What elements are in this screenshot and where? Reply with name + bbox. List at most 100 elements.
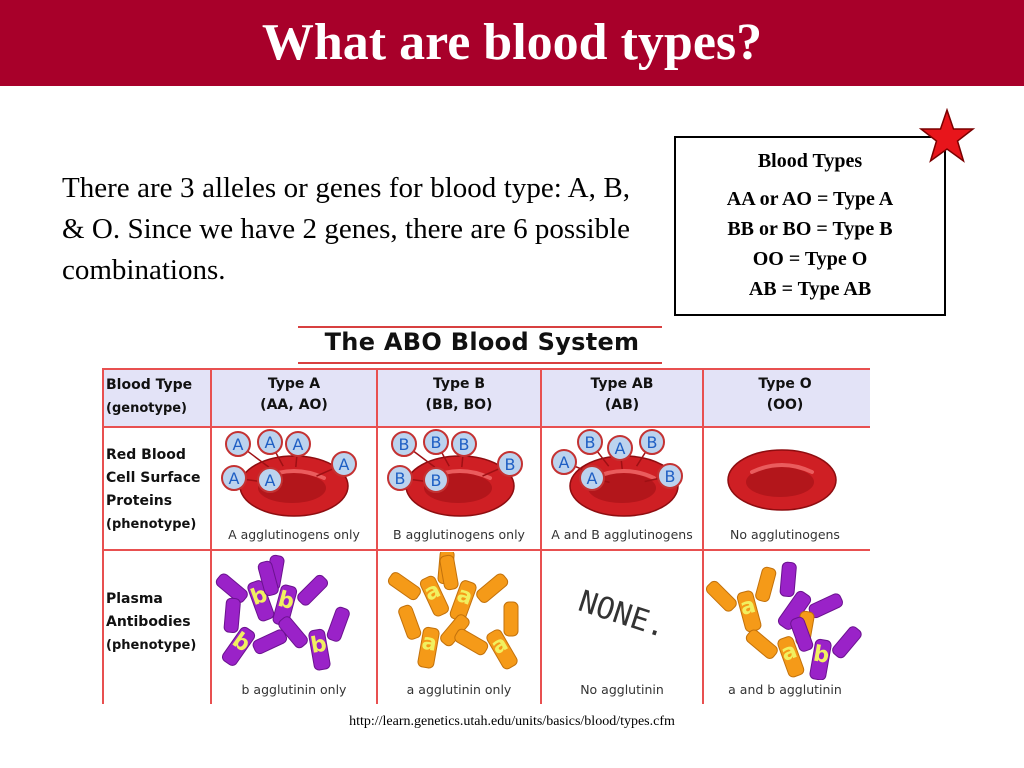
antibody-arm bbox=[278, 616, 308, 649]
antigen-bubble bbox=[551, 449, 577, 475]
header-band bbox=[102, 368, 870, 426]
abo-blood-system-figure: The ABO Blood System Blood Type (genotyp… bbox=[98, 322, 870, 708]
rbc-caption-type-a: A agglutinogens only bbox=[228, 527, 360, 542]
antibody-stem bbox=[777, 636, 805, 678]
rbc-caption-type-b: B agglutinogens only bbox=[393, 527, 525, 542]
antigen-letter: B bbox=[647, 433, 658, 452]
box-line: BB or BO = Type B bbox=[727, 218, 893, 240]
antigen-bubble bbox=[391, 431, 417, 457]
grid-line-v0 bbox=[102, 368, 104, 704]
grid-line-v4 bbox=[702, 368, 704, 704]
antibody-stem bbox=[308, 628, 331, 671]
antibody-letter: b bbox=[309, 632, 329, 659]
antigen-letter: A bbox=[229, 469, 240, 488]
antibodies-type-ab: NONE. bbox=[574, 584, 671, 645]
antigen-bubble bbox=[257, 467, 283, 493]
antibody-a: a bbox=[398, 604, 470, 669]
antigen-letter: A bbox=[265, 471, 276, 490]
antigen-bubble bbox=[257, 429, 283, 455]
plasma-caption-type-o: a and b agglutinin bbox=[728, 682, 842, 697]
antibody-stem bbox=[419, 575, 450, 617]
column-genotype: (AB) bbox=[604, 397, 640, 413]
antibody-arm bbox=[503, 601, 519, 637]
row-label-line: (phenotype) bbox=[106, 638, 197, 653]
antigen-letter: A bbox=[293, 435, 304, 454]
antigen-bubble bbox=[639, 429, 665, 455]
intro-paragraph: There are 3 alleles or genes for blood t… bbox=[62, 172, 630, 286]
column-header-type-b: Type B (BB, BO) bbox=[378, 374, 540, 416]
antibody-b: b bbox=[221, 597, 288, 666]
antigen-bubble bbox=[221, 465, 247, 491]
cell-dimple bbox=[746, 467, 814, 497]
grid-line-v3 bbox=[540, 368, 542, 704]
antibody-arm bbox=[476, 573, 509, 603]
antibody-arm bbox=[439, 554, 459, 591]
antibody-b: b bbox=[790, 616, 862, 680]
box-heading: Blood Types bbox=[757, 150, 863, 172]
antibody-arm bbox=[755, 566, 777, 602]
antigen-bubble bbox=[579, 465, 605, 491]
antibody-arm bbox=[705, 580, 737, 612]
column-name: Type AB bbox=[590, 376, 654, 392]
antigen-letter: B bbox=[431, 433, 442, 452]
plasma-caption-type-ab: No agglutinin bbox=[580, 682, 664, 697]
antibody-arm bbox=[215, 573, 248, 603]
rbc-caption-type-ab: A and B agglutinogens bbox=[551, 527, 693, 542]
grid-line-v1 bbox=[210, 368, 212, 704]
antigen-bubble bbox=[657, 463, 683, 489]
antigen-bubble bbox=[451, 431, 477, 457]
antibody-b: b bbox=[278, 606, 350, 671]
none-label: NONE. bbox=[574, 584, 671, 645]
antibody-stem bbox=[486, 629, 518, 670]
source-url: http://learn.genetics.utah.edu/units/bas… bbox=[349, 714, 675, 729]
antigen-letter: A bbox=[615, 439, 626, 458]
antibody-arm bbox=[790, 616, 814, 652]
antibody-arm bbox=[297, 574, 329, 606]
antibody-arm bbox=[223, 597, 241, 634]
antigen-letter: A bbox=[265, 433, 276, 452]
antigen-bubble bbox=[387, 465, 413, 491]
antibody-arm bbox=[326, 606, 350, 642]
antibody-arm bbox=[398, 604, 422, 640]
antigen-letter: A bbox=[559, 453, 570, 472]
antibody-stem bbox=[221, 626, 256, 666]
figure-title-rule-top bbox=[298, 326, 662, 328]
blood-types-box: Blood Types AA or AO = Type A BB or BO =… bbox=[674, 136, 946, 316]
antigen-letter: A bbox=[233, 435, 244, 454]
antigen-letter: A bbox=[339, 455, 350, 474]
column-name: Type A bbox=[267, 376, 321, 392]
antigen-bubble bbox=[607, 435, 633, 461]
column-name: Type B bbox=[432, 376, 486, 392]
row-label-line: (phenotype) bbox=[106, 517, 197, 532]
grid-line-h3 bbox=[102, 549, 870, 551]
row-label-line: Antibodies bbox=[106, 614, 191, 630]
antibody-b: b bbox=[257, 560, 329, 627]
antibody-stem bbox=[247, 580, 275, 622]
antibody-a: a bbox=[439, 554, 509, 622]
row-label-line: Plasma bbox=[106, 591, 163, 607]
antibody-stem bbox=[417, 626, 440, 669]
antibody-b bbox=[777, 561, 844, 630]
antigen-bubble bbox=[225, 431, 251, 457]
antibody-letter: b bbox=[811, 642, 831, 669]
column-name: Type O bbox=[758, 376, 812, 392]
row-label-blood-type: Blood Type (genotype) bbox=[106, 374, 192, 420]
antigen-letter: B bbox=[585, 433, 596, 452]
antibody-letter: b bbox=[275, 587, 297, 615]
antibody-stem bbox=[809, 638, 832, 680]
antigen-letter: B bbox=[459, 435, 470, 454]
row-label-rbc: Red Blood Cell Surface Proteins (phenoty… bbox=[106, 444, 201, 536]
row-label-line: (genotype) bbox=[106, 401, 188, 416]
antigen-bubble bbox=[285, 431, 311, 457]
cell-highlight bbox=[750, 463, 814, 474]
antibody-arm bbox=[387, 572, 421, 601]
antibody-arm bbox=[252, 629, 288, 655]
row-label-line: Proteins bbox=[106, 493, 173, 509]
antigen-bubble bbox=[423, 467, 449, 493]
box-line: AB = Type AB bbox=[748, 278, 872, 300]
row-label-plasma: Plasma Antibodies (phenotype) bbox=[106, 588, 196, 657]
